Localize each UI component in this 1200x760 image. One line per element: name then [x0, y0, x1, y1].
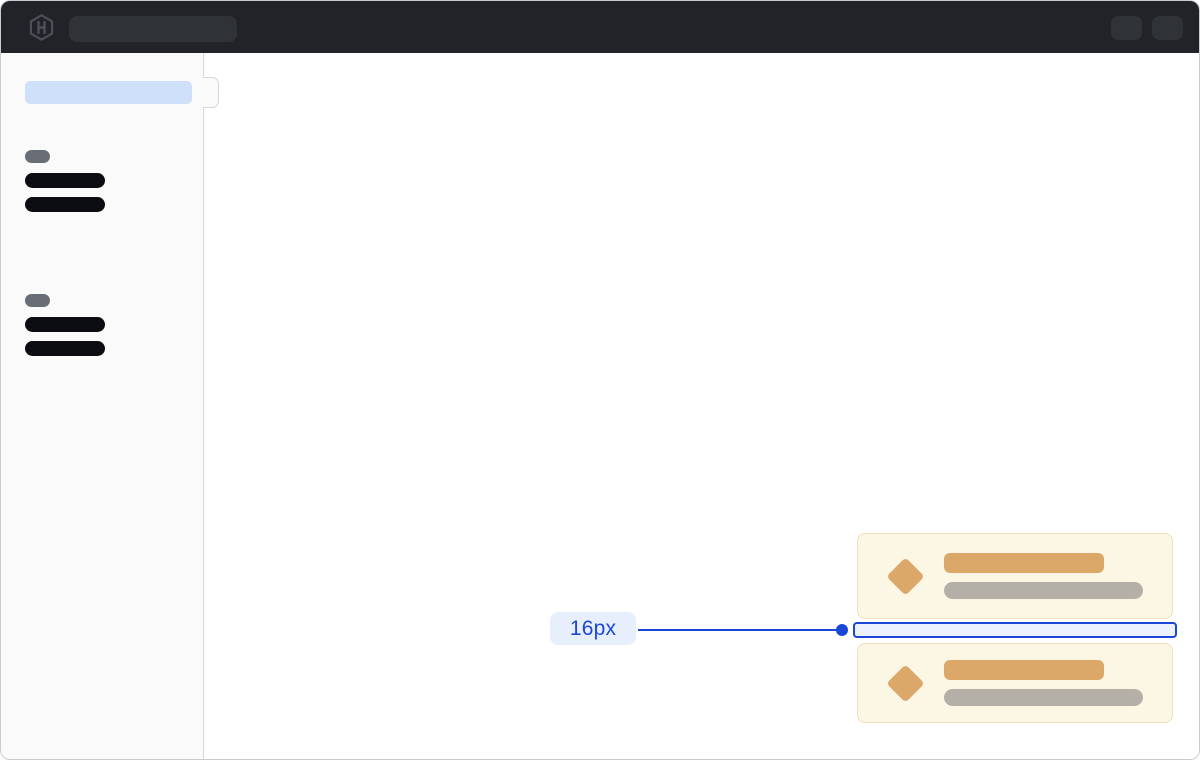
sidebar: [1, 53, 204, 759]
sidebar-section-label-skeleton: [25, 294, 50, 307]
toast-content: [944, 660, 1143, 706]
sidebar-collapse-handle[interactable]: [203, 77, 219, 108]
header-action-skeleton[interactable]: [1152, 16, 1183, 40]
top-nav: [1, 1, 1199, 53]
spacing-highlight: [853, 622, 1177, 638]
hashicorp-logo-icon: [29, 14, 54, 41]
sidebar-nav-item-skeleton[interactable]: [25, 341, 105, 356]
toast-card: [857, 643, 1173, 723]
toast-title-skeleton: [944, 553, 1104, 573]
sidebar-section-label-skeleton: [25, 150, 50, 163]
diamond-icon: [885, 663, 925, 703]
sidebar-nav-item-skeleton[interactable]: [25, 317, 105, 332]
toast-title-skeleton: [944, 660, 1104, 680]
annotation-dot: [836, 624, 848, 636]
diamond-icon: [885, 556, 925, 596]
toast-text-skeleton: [944, 582, 1143, 599]
annotation-line: [638, 629, 838, 631]
header-actions: [1111, 16, 1183, 40]
toast-card: [857, 533, 1173, 619]
toast-content: [944, 553, 1143, 599]
sidebar-nav-item-skeleton[interactable]: [25, 173, 105, 188]
search-bar-skeleton[interactable]: [69, 16, 237, 42]
main-content: [205, 53, 1199, 759]
sidebar-active-item-skeleton[interactable]: [25, 81, 192, 104]
toast-text-skeleton: [944, 689, 1143, 706]
spacing-label: 16px: [550, 612, 636, 645]
header-action-skeleton[interactable]: [1111, 16, 1142, 40]
sidebar-nav-item-skeleton[interactable]: [25, 197, 105, 212]
